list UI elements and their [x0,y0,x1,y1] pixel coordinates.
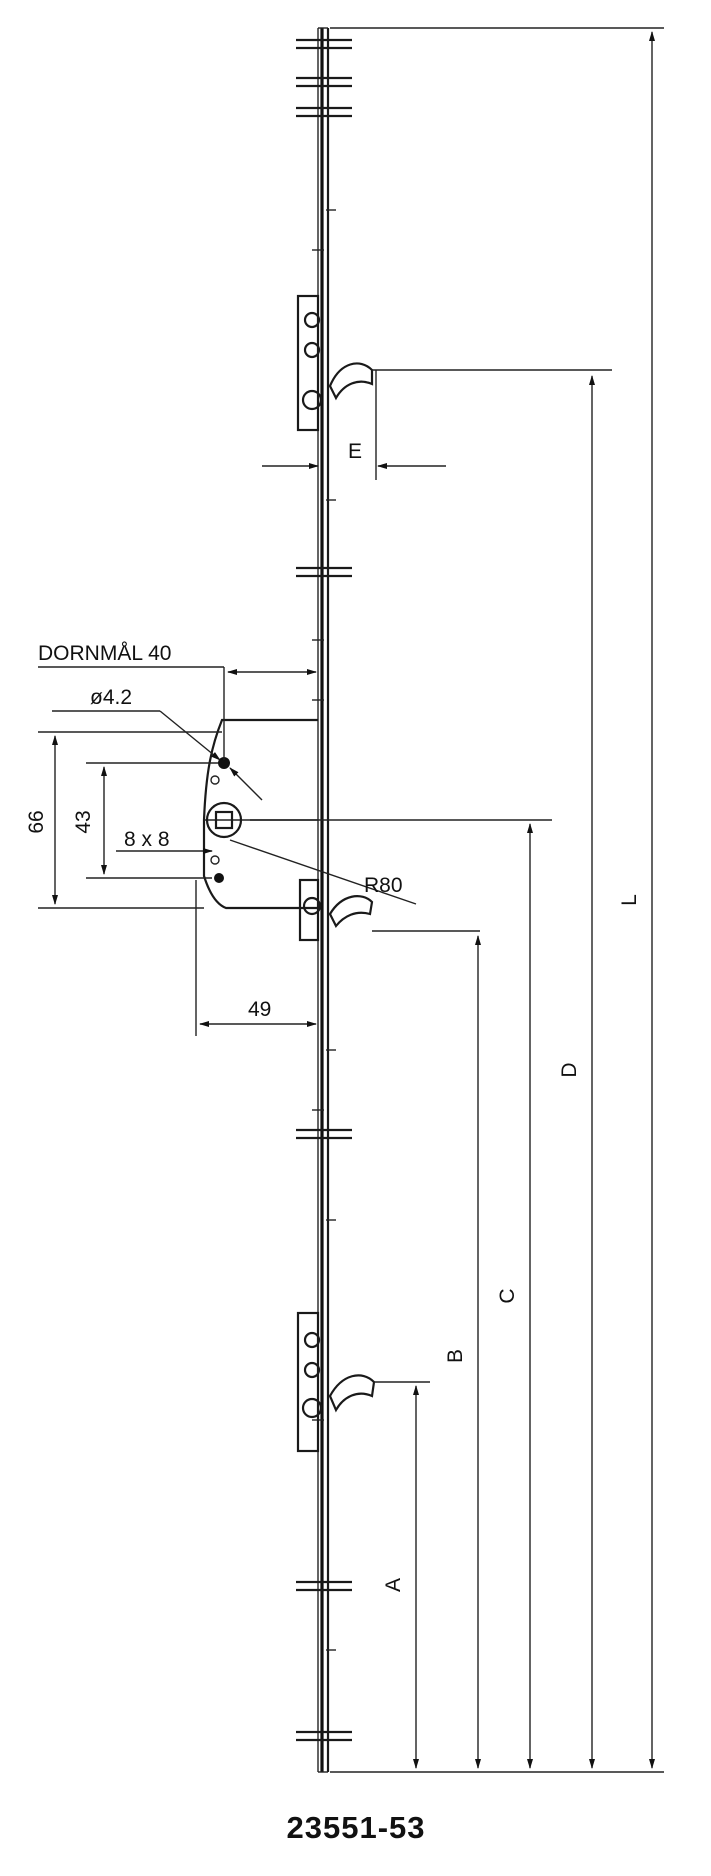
part-number: 23551-53 [286,1810,425,1845]
screw-hole-lower [214,873,224,883]
radius-label: R80 [364,874,403,897]
lower-hook-unit [296,1311,430,1453]
dornmal-label: DORNMÅL 40 [38,642,171,665]
middle-hook-unit [298,878,480,942]
square-spindle-label: 8 x 8 [124,828,170,851]
height-43-label: 43 [72,810,95,833]
screw-hole-upper [218,757,230,769]
height-66-label: 66 [25,810,48,833]
l-label: L [618,894,641,906]
a-label: A [382,1578,405,1592]
b-label: B [444,1349,467,1363]
rail-joints [296,38,352,1742]
width-49-label: 49 [248,998,271,1021]
hole-diameter-label: ø4.2 [90,686,132,709]
c-label: C [496,1288,519,1303]
square-spindle-hole [214,810,234,830]
dimension-labels: DORNMÅL 40 ø4.2 66 43 8 x 8 R80 49 E A B… [25,440,641,1592]
cylinder-hole [205,801,243,839]
d-label: D [558,1062,581,1077]
upper-hook-unit [296,294,612,432]
dimension-lines [38,27,664,1773]
e-label: E [348,440,362,463]
